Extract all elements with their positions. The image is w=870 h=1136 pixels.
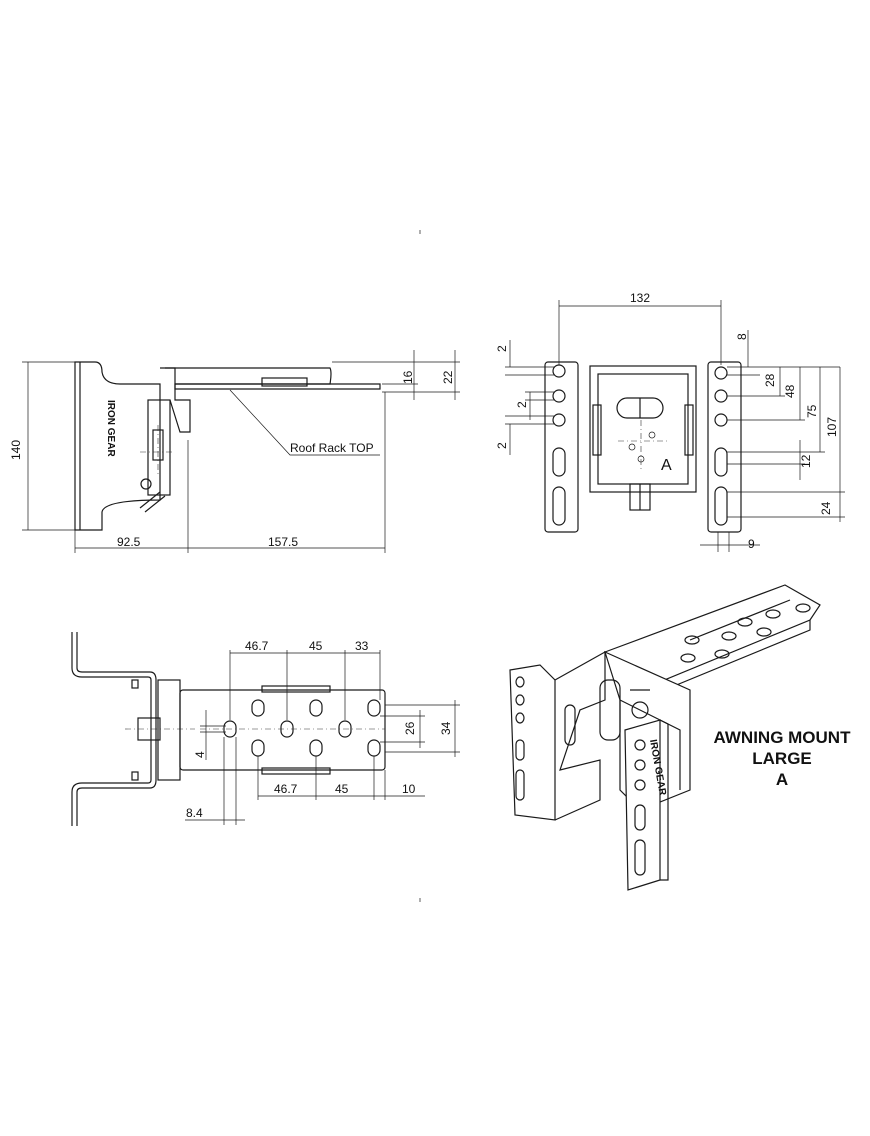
title-block: AWNING MOUNT LARGE A <box>714 728 852 789</box>
front-right-plate <box>707 361 742 533</box>
dim-height-140: 140 <box>9 440 23 460</box>
dim-right-34: 34 <box>439 721 453 735</box>
side-top-arm <box>165 367 332 385</box>
iso-left-plate <box>509 664 556 821</box>
dim-right-12: 12 <box>799 454 813 468</box>
dim-right-107: 107 <box>825 417 839 437</box>
isometric-view: IRON GEAR <box>509 584 821 891</box>
dim-left-2b: 2 <box>515 401 529 408</box>
top-view: 46.7 45 33 46.7 45 10 8.4 4 26 34 <box>71 632 460 826</box>
dim-right-26: 26 <box>403 721 417 735</box>
side-rack-plate <box>174 383 381 390</box>
dim-left-2a: 2 <box>495 345 509 352</box>
front-plate-letter: A <box>661 457 672 474</box>
dim-right-9: 9 <box>748 537 755 551</box>
dim-top-33: 33 <box>355 639 369 653</box>
side-view: IRON GEAR Roof Rack TOP 140 92.5 157.5 <box>9 350 460 553</box>
side-mount-plate <box>74 361 161 531</box>
dim-bottom-46-7: 46.7 <box>274 782 298 796</box>
side-brand-text: IRON GEAR <box>105 400 116 457</box>
dim-top-45: 45 <box>309 639 323 653</box>
title-line-2: LARGE <box>752 749 812 768</box>
dim-22: 22 <box>441 370 455 384</box>
dim-right-75: 75 <box>805 404 819 418</box>
dim-top-46-7: 46.7 <box>245 639 269 653</box>
roof-rack-leader <box>229 389 380 456</box>
front-center-bracket <box>589 365 697 493</box>
title-line-3: A <box>776 770 788 789</box>
dim-width-157-5: 157.5 <box>268 535 298 549</box>
top-clip-outer <box>76 632 157 826</box>
dim-bottom-10: 10 <box>402 782 416 796</box>
front-view: A 132 2 2 2 8 28 48 75 <box>495 291 845 552</box>
dim-right-48: 48 <box>783 384 797 398</box>
side-bolt <box>140 478 152 490</box>
top-mid-bracket <box>157 679 181 781</box>
dim-right-28: 28 <box>763 373 777 387</box>
dim-bottom-45: 45 <box>335 782 349 796</box>
dim-left-8-4: 8.4 <box>186 806 203 820</box>
title-line-1: AWNING MOUNT <box>714 728 852 747</box>
dim-width-92-5: 92.5 <box>117 535 141 549</box>
dim-left-2c: 2 <box>495 442 509 449</box>
front-left-plate <box>544 361 579 533</box>
dim-right-8: 8 <box>735 333 749 340</box>
side-bracket-body <box>147 399 171 496</box>
dim-right-24: 24 <box>819 501 833 515</box>
roof-rack-label: Roof Rack TOP <box>290 441 374 455</box>
dim-16: 16 <box>401 370 415 384</box>
dim-left-4: 4 <box>193 751 207 758</box>
top-main-plate <box>179 689 386 771</box>
dim-width-132: 132 <box>630 291 650 305</box>
